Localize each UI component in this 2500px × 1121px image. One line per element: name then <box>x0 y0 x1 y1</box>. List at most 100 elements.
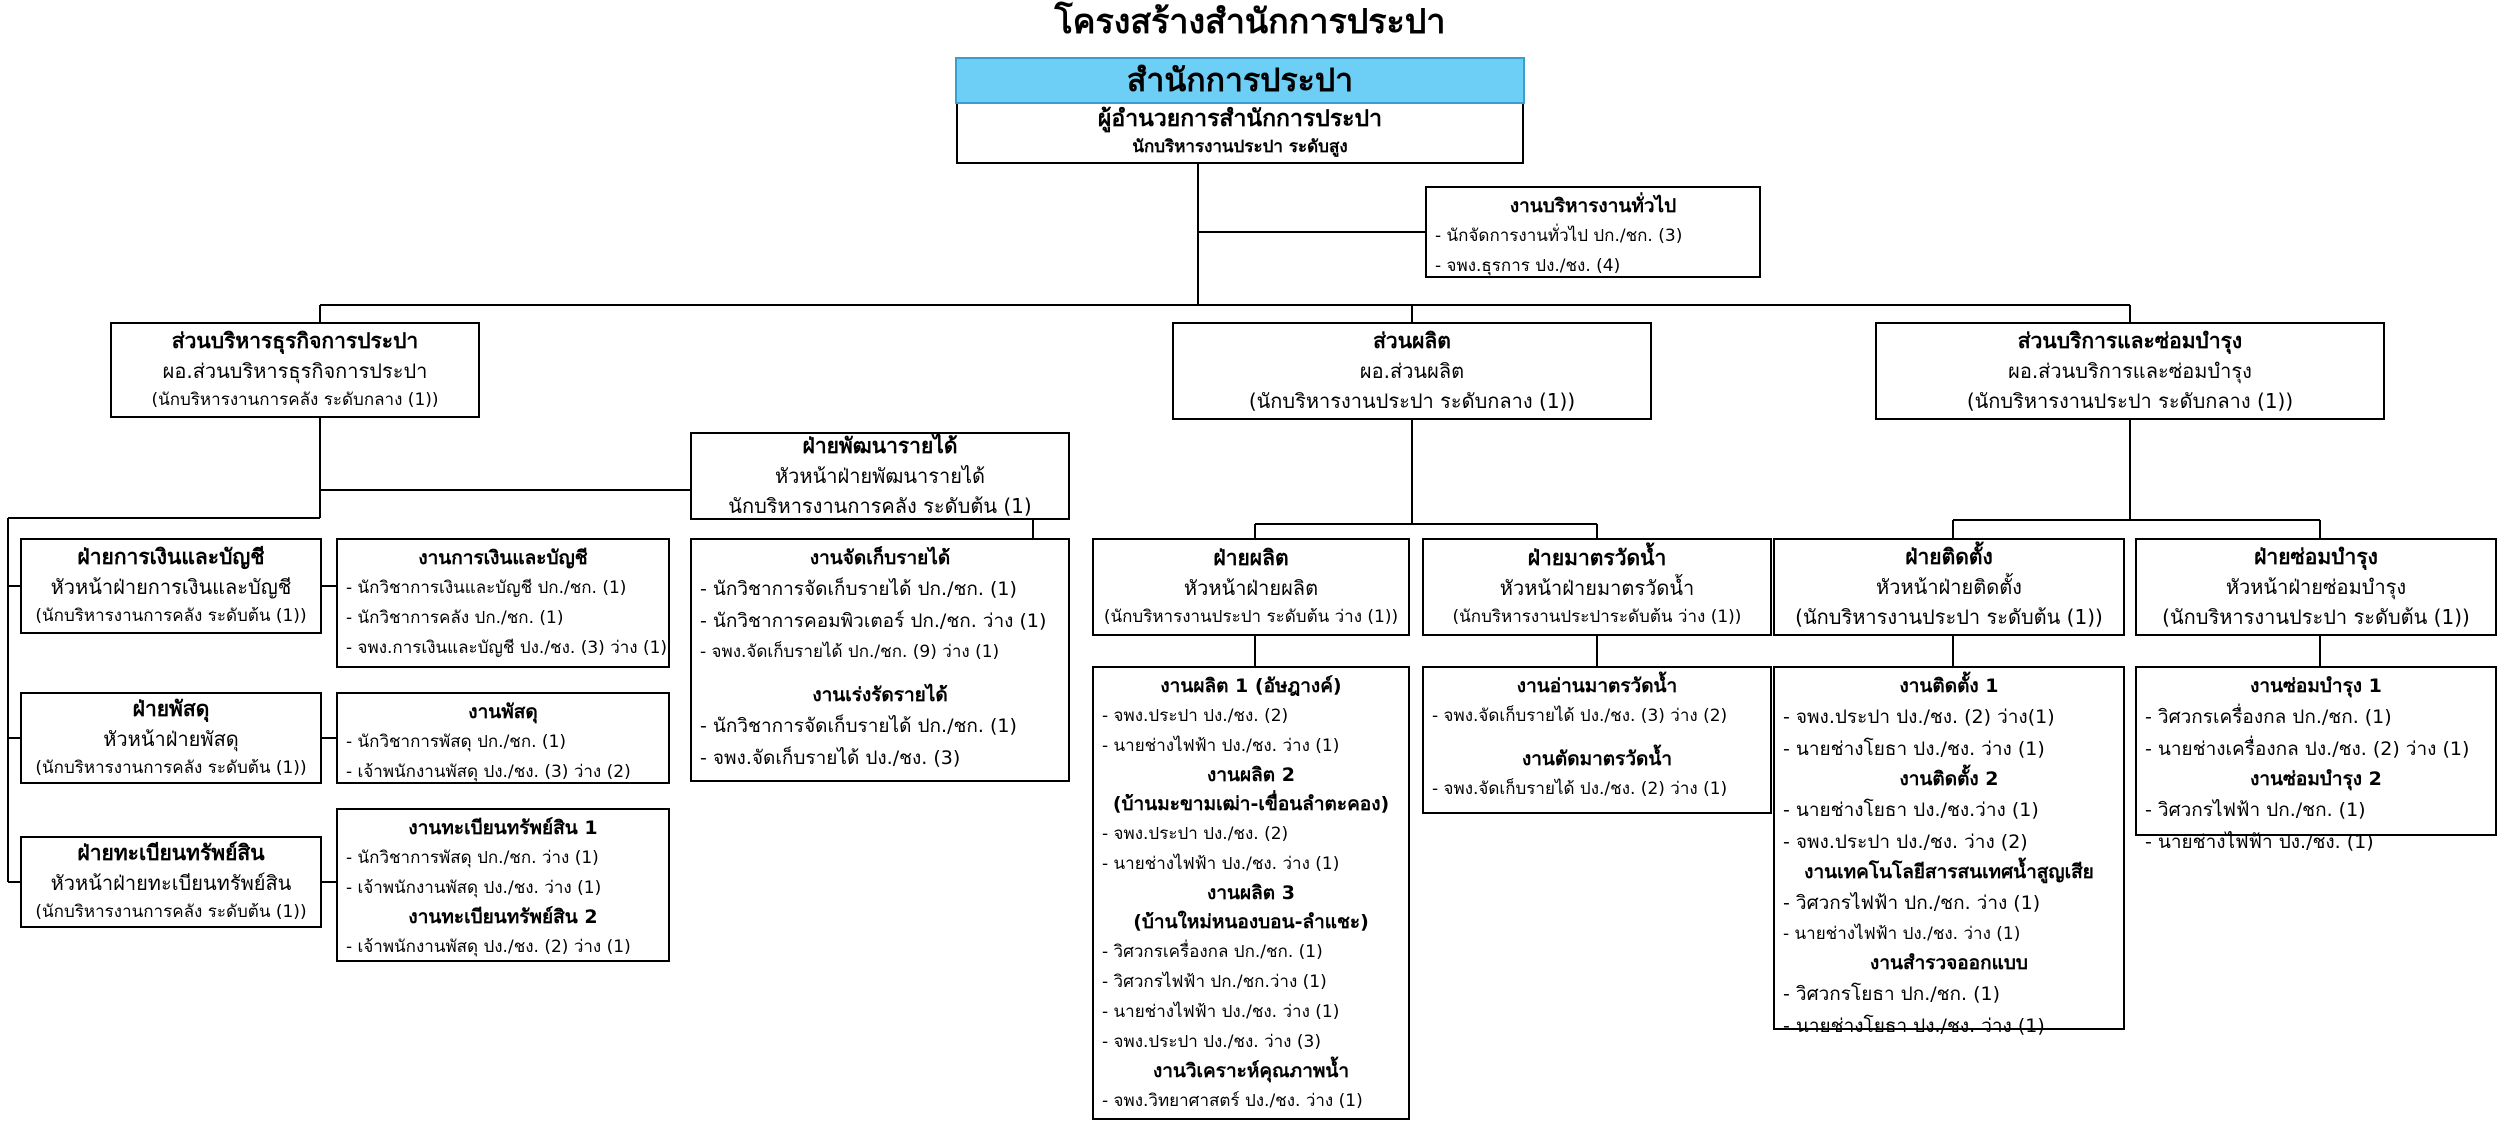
position-item: - วิศวกรไฟฟ้า ปก./ชก. ว่าง (1) <box>1783 892 2041 914</box>
unit-heading: งานซ่อมบำรุง 2 <box>2250 768 2382 790</box>
unit-heading: งานติดตั้ง 2 <box>1899 768 1999 790</box>
unit-revenue: งานจัดเก็บรายได้ - นักวิชาการจัดเก็บรายไ… <box>690 538 1070 782</box>
position-item: - นายช่างโยธา ปง./ชง. ว่าง (1) <box>1783 738 2045 760</box>
unit-production: งานผลิต 1 (อัษฎางค์) - จพง.ประปา ปง./ชง.… <box>1092 666 1410 1120</box>
general-admin-box: งานบริหารงานทั่วไป - นักจัดการงานทั่วไป … <box>1425 186 1761 278</box>
position-item: - นักวิชาการจัดเก็บรายได้ ปก./ชก. (1) <box>700 578 1017 600</box>
section-finance: ฝ่ายการเงินและบัญชี หัวหน้าฝ่ายการเงินแล… <box>20 538 322 634</box>
unit-heading: งานผลิต 3 <box>1207 882 1295 904</box>
division-rank: (นักบริหารงานการคลัง ระดับกลาง (1)) <box>151 390 439 410</box>
position-item: - จพง.จัดเก็บรายได้ ปก./ชก. (9) ว่าง (1) <box>700 642 1000 662</box>
position-item: - วิศวกรไฟฟ้า ปก./ชก. (1) <box>2145 799 2366 821</box>
unit-finance: งานการเงินและบัญชี - นักวิชาการเงินและบั… <box>336 538 670 668</box>
position-item: - นายช่างไฟฟ้า ปง./ชง. ว่าง (1) <box>1783 924 2021 944</box>
position-item: - นายช่างเครื่องกล ปง./ชง. (2) ว่าง (1) <box>2145 738 2470 760</box>
section-production: ฝ่ายผลิต หัวหน้าฝ่ายผลิต (นักบริหารงานปร… <box>1092 538 1410 636</box>
section-head: หัวหน้าฝ่ายซ่อมบำรุง <box>2225 575 2407 599</box>
section-title: ฝ่ายพัสดุ <box>132 697 210 721</box>
unit-heading: (บ้านใหม่หนองบอน-ลำแชะ) <box>1133 911 1369 933</box>
position-item: - นายช่างไฟฟ้า ปง./ชง. ว่าง (1) <box>1102 854 1340 874</box>
division-head: ผอ.ส่วนบริการและซ่อมบำรุง <box>2008 359 2252 383</box>
chart-title: โครงสร้างสำนักการประปา <box>1054 2 1446 42</box>
division-title: ส่วนบริการและซ่อมบำรุง <box>2017 329 2243 353</box>
position-item: - วิศวกรเครื่องกล ปก./ชก. (1) <box>2145 706 2392 728</box>
director-title: ผู้อำนวยการสำนักการประปา <box>1097 106 1383 132</box>
division-business: ส่วนบริหารธุรกิจการประปา ผอ.ส่วนบริหารธุ… <box>110 322 480 418</box>
division-title: ส่วนบริหารธุรกิจการประปา <box>171 329 419 353</box>
unit-heading: งานเร่งรัดรายได้ <box>812 684 948 706</box>
position-item: - จพง.จัดเก็บรายได้ ปง./ชง. (3) <box>700 747 961 769</box>
position-item: - จพง.ประปา ปง./ชง. (2) <box>1102 824 1289 844</box>
position-item: - นักวิชาการพัสดุ ปก./ชก. (1) <box>346 732 567 752</box>
section-title: ฝ่ายพัฒนารายได้ <box>802 434 958 458</box>
position-item: - วิศวกรโยธา ปก./ชก. (1) <box>1783 983 2001 1005</box>
position-item: - จพง.จัดเก็บรายได้ ปง./ชง. (2) ว่าง (1) <box>1432 779 1728 799</box>
unit-supplies: งานพัสดุ - นักวิชาการพัสดุ ปก./ชก. (1) -… <box>336 692 670 784</box>
section-head: หัวหน้าฝ่ายมาตรวัดน้ำ <box>1499 576 1695 600</box>
section-repair: ฝ่ายซ่อมบำรุง หัวหน้าฝ่ายซ่อมบำรุง (นักบ… <box>2135 538 2497 636</box>
unit-heading: งานติดตั้ง 1 <box>1899 675 1999 697</box>
division-title: ส่วนผลิต <box>1373 329 1451 353</box>
unit-heading: งานตัดมาตรวัดน้ำ <box>1521 748 1672 770</box>
unit-heading: งานการเงินและบัญชี <box>418 547 588 569</box>
unit-meter: งานอ่านมาตรวัดน้ำ - จพง.จัดเก็บรายได้ ปง… <box>1422 666 1772 814</box>
position-item: - จพง.ประปา ปง./ชง. (2) ว่าง(1) <box>1783 706 2055 728</box>
section-head: หัวหน้าฝ่ายทะเบียนทรัพย์สิน <box>50 871 292 895</box>
position-item: - นายช่างไฟฟ้า ปง./ชง. ว่าง (1) <box>1102 1002 1340 1022</box>
section-revenue: ฝ่ายพัฒนารายได้ หัวหน้าฝ่ายพัฒนารายได้ น… <box>690 432 1070 520</box>
position-item: - เจ้าพนักงานพัสดุ ปง./ชง. (3) ว่าง (2) <box>346 762 631 782</box>
unit-heading: งานจัดเก็บรายได้ <box>809 547 951 569</box>
section-head: หัวหน้าฝ่ายพัสดุ <box>103 727 239 751</box>
unit-heading: งานซ่อมบำรุง 1 <box>2250 675 2382 697</box>
position-item: - จพง.ประปา ปง./ชง. (2) <box>1102 706 1289 726</box>
section-meter: ฝ่ายมาตรวัดน้ำ หัวหน้าฝ่ายมาตรวัดน้ำ (นั… <box>1422 538 1772 636</box>
section-title: ฝ่ายทะเบียนทรัพย์สิน <box>77 841 265 865</box>
unit-heading: งานสำรวจออกแบบ <box>1870 952 2028 974</box>
position-item: - นักวิชาการคลัง ปก./ชก. (1) <box>346 608 564 628</box>
position-item: - นักวิชาการคอมพิวเตอร์ ปก./ชก. ว่าง (1) <box>700 610 1047 632</box>
director-box: ผู้อำนวยการสำนักการประปา นักบริหารงานประ… <box>956 104 1524 164</box>
position-item: - นักวิชาการจัดเก็บรายได้ ปก./ชก. (1) <box>700 715 1017 737</box>
position-item: - นายช่างโยธา ปง./ชง. ว่าง (1) <box>1783 1015 2045 1037</box>
section-assets: ฝ่ายทะเบียนทรัพย์สิน หัวหน้าฝ่ายทะเบียนท… <box>20 836 322 928</box>
unit-repair: งานซ่อมบำรุง 1 - วิศวกรเครื่องกล ปก./ชก.… <box>2135 666 2497 853</box>
section-rank: (นักบริหารงานประปา ระดับต้น (1)) <box>1795 605 2103 629</box>
division-rank: (นักบริหารงานประปา ระดับกลาง (1)) <box>1248 389 1576 413</box>
section-rank: (นักบริหารงานประปา ระดับต้น ว่าง (1)) <box>1103 607 1399 627</box>
section-title: ฝ่ายซ่อมบำรุง <box>2254 545 2378 569</box>
division-service: ส่วนบริการและซ่อมบำรุง ผอ.ส่วนบริการและซ… <box>1875 322 2385 420</box>
position-item: - นักวิชาการพัสดุ ปก./ชก. ว่าง (1) <box>346 848 599 868</box>
unit-heading: งานบริหารงานทั่วไป <box>1509 195 1677 217</box>
section-title: ฝ่ายติดตั้ง <box>1905 545 1993 569</box>
section-head: หัวหน้าฝ่ายติดตั้ง <box>1876 575 2022 599</box>
division-head: ผอ.ส่วนบริหารธุรกิจการประปา <box>162 359 428 383</box>
position-item: - จพง.การเงินและบัญชี ปง./ชง. (3) ว่าง (… <box>346 638 668 658</box>
position-item: - นักจัดการงานทั่วไป ปก./ชก. (3) <box>1435 226 1683 246</box>
office-banner: สำนักการประปา <box>955 57 1525 104</box>
unit-install: งานติดตั้ง 1 - จพง.ประปา ปง./ชง. (2) ว่า… <box>1773 666 2125 1037</box>
position-item: - นายช่างไฟฟ้า ปง./ชง. (1) <box>2145 831 2374 853</box>
position-item: - จพง.ประปา ปง./ชง. ว่าง (2) <box>1783 831 2028 853</box>
position-item: - จพง.ประปา ปง./ชง. ว่าง (3) <box>1102 1032 1321 1052</box>
division-production: ส่วนผลิต ผอ.ส่วนผลิต (นักบริหารงานประปา … <box>1172 322 1652 420</box>
position-item: - จพง.วิทยาศาสตร์ ปง./ชง. ว่าง (1) <box>1102 1091 1363 1111</box>
unit-heading: งานเทคโนโลยีสารสนเทศน้ำสูญเสีย <box>1804 861 2094 883</box>
position-item: - เจ้าพนักงานพัสดุ ปง./ชง. ว่าง (1) <box>346 878 602 898</box>
section-title: ฝ่ายการเงินและบัญชี <box>77 545 265 569</box>
section-rank: นักบริหารงานการคลัง ระดับต้น (1) <box>728 494 1032 518</box>
position-item: - จพง.จัดเก็บรายได้ ปง./ชง. (3) ว่าง (2) <box>1432 706 1728 726</box>
position-item: - จพง.ธุรการ ปง./ชง. (4) <box>1435 256 1621 276</box>
section-rank: (นักบริหารงานการคลัง ระดับต้น (1)) <box>35 902 307 922</box>
section-head: หัวหน้าฝ่ายผลิต <box>1183 576 1319 600</box>
section-title: ฝ่ายมาตรวัดน้ำ <box>1527 546 1667 570</box>
unit-heading: งานทะเบียนทรัพย์สิน 2 <box>408 906 598 928</box>
director-rank: นักบริหารงานประปา ระดับสูง <box>1132 137 1348 157</box>
section-rank: (นักบริหารงานการคลัง ระดับต้น (1)) <box>35 758 307 778</box>
position-item: - นายช่างโยธา ปง./ชง.ว่าง (1) <box>1783 799 2039 821</box>
section-supplies: ฝ่ายพัสดุ หัวหน้าฝ่ายพัสดุ (นักบริหารงาน… <box>20 692 322 784</box>
unit-heading: (บ้านมะขามเฒ่า-เขื่อนลำตะคอง) <box>1112 793 1390 815</box>
section-head: หัวหน้าฝ่ายการเงินและบัญชี <box>50 575 292 599</box>
section-rank: (นักบริหารงานประปา ระดับต้น (1)) <box>2162 605 2470 629</box>
section-rank: (นักบริหารงานประปาระดับต้น ว่าง (1)) <box>1452 607 1742 627</box>
